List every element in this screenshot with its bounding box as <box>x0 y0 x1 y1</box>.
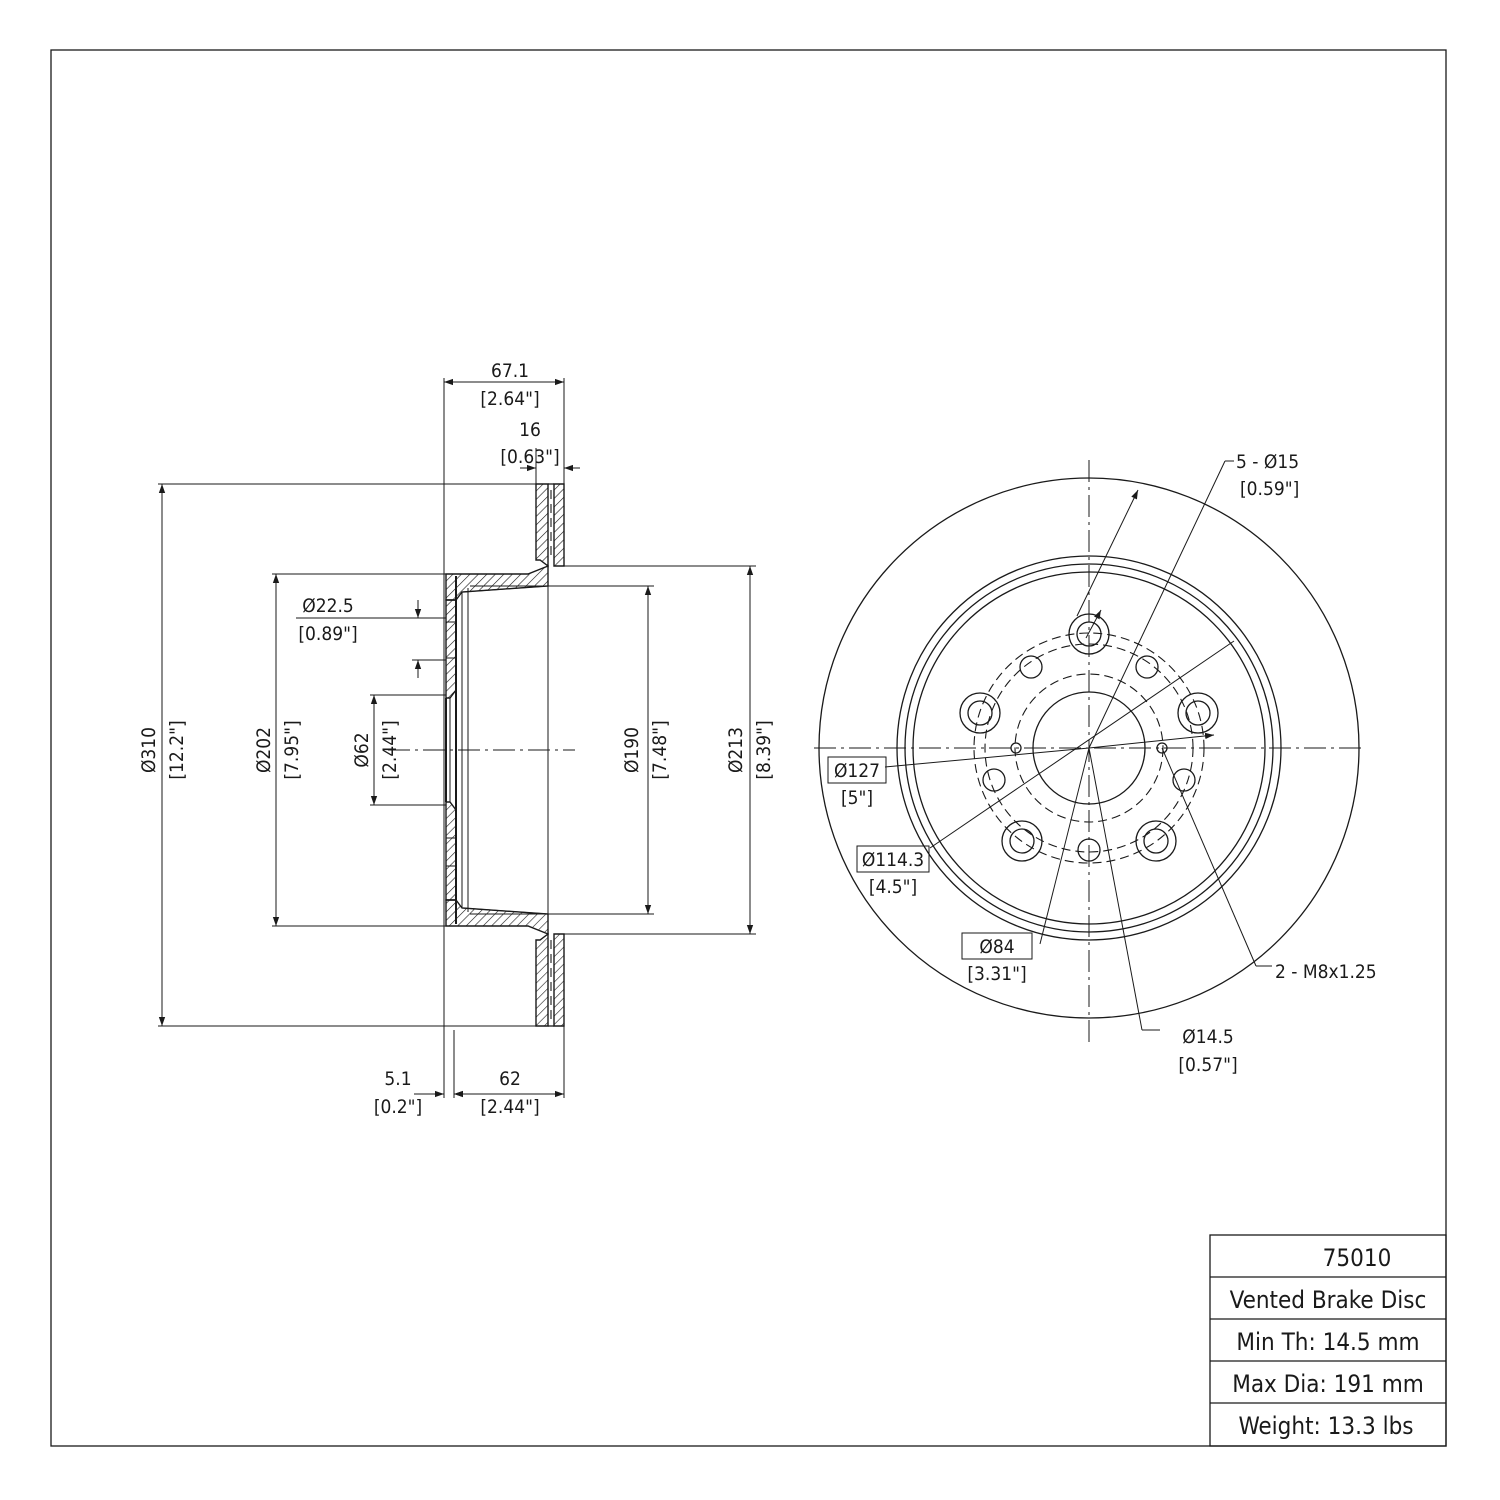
center-bore-circle <box>1032 691 1146 805</box>
leader-pcd-114 <box>929 640 1235 849</box>
title-block: 75010 Vented Brake Disc Min Th: 14.5 mm … <box>1209 1234 1447 1447</box>
leader-bolt-hole-tip <box>1076 489 1139 617</box>
leader-hub-diameter <box>1039 747 1090 945</box>
pcd-127-in: [5"] <box>841 787 873 809</box>
min-thickness: Min Th: 14.5 mm <box>1236 1328 1419 1356</box>
bore-mm: Ø62 <box>351 732 373 767</box>
face-section-bottom <box>445 801 457 901</box>
hub-hole-in: [0.89"] <box>298 623 357 645</box>
pcd-114-box <box>856 845 930 873</box>
inner-plate-bottom <box>535 932 549 1027</box>
thickness-in: [0.63"] <box>500 446 559 468</box>
overall-width-in: [2.64"] <box>480 388 539 410</box>
thickness-mm: 16 <box>519 419 541 441</box>
rotor-outer-circle <box>818 477 1360 1019</box>
threaded-holes-mm: 2 - M8x1.25 <box>1275 961 1377 983</box>
face-section-top <box>445 599 457 699</box>
outer-plate-bottom <box>553 933 565 1027</box>
hat-section-top <box>445 564 549 601</box>
bolt-hole-section-top <box>445 621 457 659</box>
threaded-hole-left <box>1010 742 1022 754</box>
hat-id-in: [7.48"] <box>649 720 671 779</box>
leader-bolt-hole <box>1088 460 1226 749</box>
pcd-114-in: [4.5"] <box>869 876 917 898</box>
hub-hole-mm: Ø22.5 <box>302 595 354 617</box>
mount-face-in: [0.2"] <box>374 1096 422 1118</box>
hub-diameter-in: [3.31"] <box>967 963 1026 985</box>
bolt-holes-in: [0.59"] <box>1240 478 1299 500</box>
lug-holes <box>982 655 1196 862</box>
part-description: Vented Brake Disc <box>1230 1286 1427 1314</box>
mount-face-mm: 5.1 <box>384 1068 411 1090</box>
lug-holes-in: [0.57"] <box>1178 1054 1237 1076</box>
bore-in: [2.44"] <box>379 720 401 779</box>
hub-diameter-box <box>961 932 1033 960</box>
hub-diameter-mm: Ø84 <box>979 936 1014 958</box>
hub-diameter-circle <box>1014 673 1164 823</box>
hat-id-mm: Ø190 <box>621 727 643 773</box>
max-diameter: Max Dia: 191 mm <box>1232 1370 1424 1398</box>
leader-pcd-127 <box>884 747 1090 768</box>
inner-plate-top <box>535 483 549 568</box>
side-view: 67.1 [2.64"] 16 [0.63"] Ø22.5 [0.89"] 5.… <box>138 360 775 1118</box>
part-number: 75010 <box>1323 1244 1392 1272</box>
pcd-114-mm: Ø114.3 <box>862 849 924 871</box>
friction-inner-circle <box>896 555 1282 941</box>
outer-plate-top <box>553 483 565 567</box>
pcd-large-circle <box>973 632 1205 864</box>
pcd-127-mm: Ø127 <box>834 760 880 782</box>
drawing-frame <box>50 49 1447 1447</box>
hat-inner-circle <box>912 571 1266 925</box>
pcd-small-circle <box>984 643 1194 853</box>
hat-outer-circle <box>904 563 1274 933</box>
friction-id-in: [8.39"] <box>753 720 775 779</box>
hat-section-bottom <box>445 899 549 936</box>
hat-depth-mm: 62 <box>499 1068 521 1090</box>
bolt-holes-mm: 5 - Ø15 <box>1236 451 1299 473</box>
bolt-hole-section-bottom <box>445 837 457 867</box>
od-mm: Ø310 <box>138 727 160 773</box>
hat-od-mm: Ø202 <box>253 727 275 773</box>
lug-holes-mm: Ø14.5 <box>1182 1026 1234 1048</box>
leader-lug-hole <box>1088 747 1143 1031</box>
hat-od-in: [7.95"] <box>281 720 303 779</box>
hat-depth-in: [2.44"] <box>480 1096 539 1118</box>
bolt-holes <box>959 613 1219 862</box>
overall-width-mm: 67.1 <box>491 360 529 382</box>
front-view: 5 - Ø15 [0.59"] Ø127 [5"] Ø114.3 [4.5"] … <box>814 451 1377 1076</box>
od-in: [12.2"] <box>166 720 188 779</box>
friction-id-mm: Ø213 <box>725 727 747 773</box>
weight: Weight: 13.3 lbs <box>1238 1412 1413 1440</box>
pcd-127-box <box>827 756 887 784</box>
leader-threaded <box>1161 747 1257 967</box>
threaded-hole-right <box>1156 742 1168 754</box>
